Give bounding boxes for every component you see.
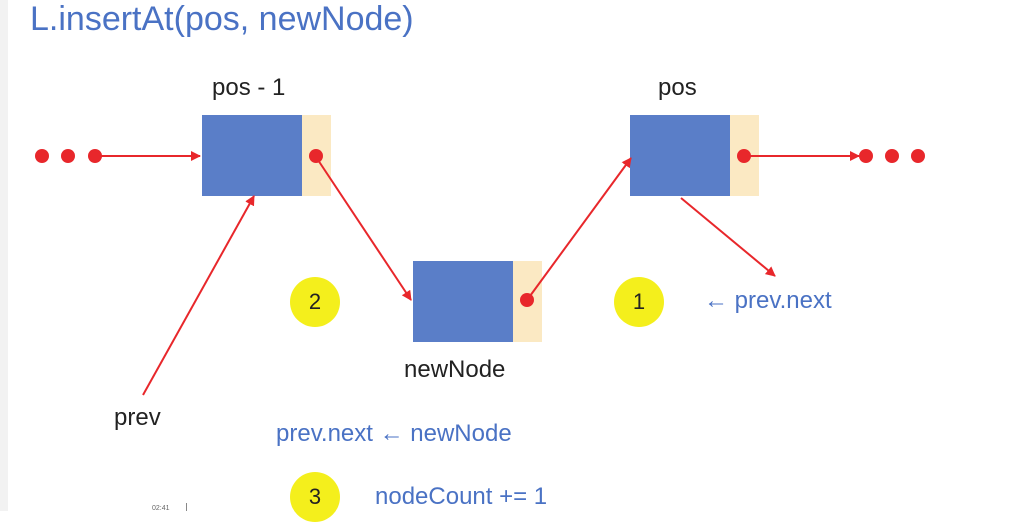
label-pos: pos (658, 74, 697, 101)
step-1-text: ← prev.next (704, 287, 832, 314)
step-badge-1: 1 (614, 277, 664, 327)
pointer-dot (309, 149, 323, 163)
text-cursor (186, 503, 187, 511)
node-new-node (413, 261, 542, 342)
node-data-cell (413, 261, 513, 342)
page-title: L.insertAt(pos, newNode) (30, 0, 414, 38)
node-data-cell (630, 115, 730, 196)
left-edge-strip (0, 0, 8, 511)
ellipsis-left (35, 149, 102, 163)
pointer-dot (737, 149, 751, 163)
arrow-old-prev-next (680, 197, 776, 277)
label-prev: prev (114, 404, 161, 431)
step-2-text: prev.next ← newNode (276, 420, 512, 447)
step-3-text: nodeCount += 1 (375, 483, 548, 510)
step-badge-3: 3 (290, 472, 340, 522)
linked-list-diagram (35, 115, 925, 396)
node-data-cell (202, 115, 302, 196)
node-pos-minus-1 (202, 115, 331, 196)
label-new-node: newNode (404, 356, 506, 383)
ellipsis-right (859, 149, 925, 163)
arrow-pos-minus-1-to-new-node (317, 159, 412, 301)
arrow-prev-to-pos-minus-1 (142, 195, 255, 396)
pointer-dot (520, 293, 534, 307)
step-badge-2: 2 (290, 277, 340, 327)
arrow-new-node-to-pos (529, 157, 632, 297)
label-pos-minus-1: pos - 1 (212, 74, 286, 101)
video-timestamp: 02:41 (152, 505, 170, 512)
